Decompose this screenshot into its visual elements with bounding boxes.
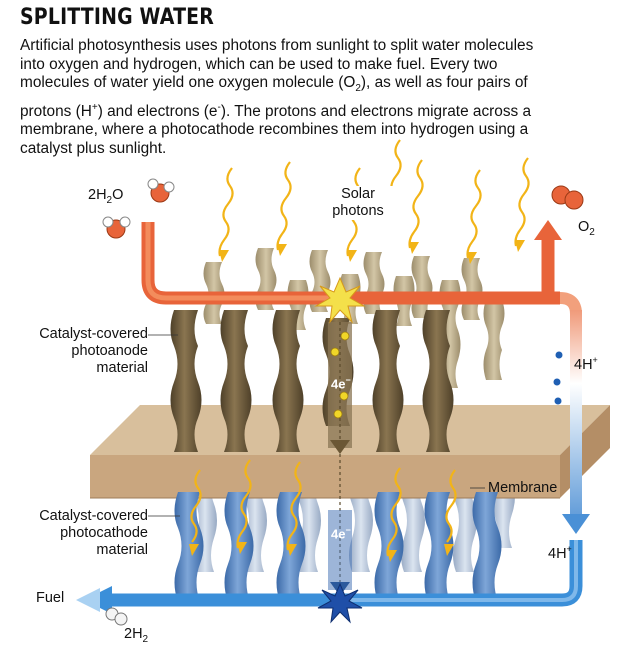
page-title: SPLITTING WATER — [20, 5, 214, 30]
water-molecule-icon — [147, 178, 175, 203]
intro-line: ) and electrons (e — [97, 102, 218, 120]
photon-waves — [190, 139, 530, 557]
water-inflow-arrow — [141, 222, 560, 305]
electron-dot-icon — [330, 347, 340, 357]
intro-line: membrane, where a photocathode recombine… — [20, 121, 529, 139]
membrane-label: Membrane — [488, 480, 558, 496]
proton-arrow — [534, 220, 590, 534]
photon-wave-icon — [276, 161, 292, 251]
water-molecule-icon — [102, 216, 131, 239]
spark-icon — [314, 276, 366, 324]
photoanode-label: Catalyst-covered photoanode material — [39, 326, 148, 376]
water-input-label: 2H2O — [88, 187, 124, 206]
electrons-top-label: 4e− — [331, 375, 351, 392]
photoanode-front-pillars — [170, 310, 454, 452]
intro-line: protons (H — [20, 102, 92, 120]
intro-paragraph: Artificial photosynthesis uses photons f… — [20, 37, 630, 158]
photon-wave-icon — [466, 169, 482, 259]
protons-top-label: 4H+ — [574, 355, 598, 373]
proton-dots — [553, 351, 563, 405]
leader-lines — [148, 334, 485, 517]
intro-line: ), as well as four pairs of — [360, 74, 528, 91]
hydrogen-output-label: 2H2 — [124, 626, 149, 645]
electrons-bottom-label: 4e− — [331, 525, 351, 542]
intro-superscript: + — [91, 101, 98, 113]
photon-wave-icon — [445, 469, 457, 543]
proton-dot-icon — [553, 378, 561, 386]
photon-wave-icon — [286, 461, 302, 551]
intro-line: molecules of water yield one oxygen mole… — [20, 74, 356, 91]
oxygen-molecule-icon — [551, 185, 584, 210]
spark-icon — [317, 582, 363, 624]
intro-line: Artificial photosynthesis uses photons f… — [20, 37, 534, 54]
oxygen-output-label: O2 — [578, 219, 595, 238]
electron-channel — [328, 322, 352, 600]
photon-wave-icon — [218, 167, 234, 257]
electron-dots — [330, 331, 350, 419]
photon-wave-icon — [390, 139, 402, 195]
photocathode-label: Catalyst-covered photocathode material — [39, 508, 148, 558]
photon-wave-icon — [190, 469, 202, 543]
proton-dot-icon — [555, 351, 563, 359]
fuel-label: Fuel — [36, 590, 65, 606]
intro-subscript: 2 — [355, 83, 361, 95]
photon-arrowheads — [189, 240, 525, 562]
hydrogen-molecule-icon — [105, 607, 128, 626]
intro-line: into oxygen and hydrogen, which can be u… — [20, 55, 498, 73]
protons-bottom-label: 4H+ — [548, 544, 572, 562]
fuel-arrow — [76, 540, 583, 614]
intro-line: ). The protons and electrons migrate acr… — [220, 102, 532, 120]
electron-dot-icon — [340, 331, 350, 341]
photon-wave-icon — [236, 459, 252, 549]
intro-line: catalyst plus sunlight. — [20, 139, 167, 157]
photon-wave-icon — [386, 467, 402, 557]
photon-wave-icon — [514, 157, 530, 247]
intro-superscript: - — [217, 101, 221, 113]
photoanode-back-pillars — [203, 248, 505, 388]
electron-dot-icon — [333, 409, 343, 419]
proton-dot-icon — [554, 397, 562, 405]
photon-wave-icon — [408, 159, 424, 249]
electron-dot-icon — [339, 391, 349, 401]
